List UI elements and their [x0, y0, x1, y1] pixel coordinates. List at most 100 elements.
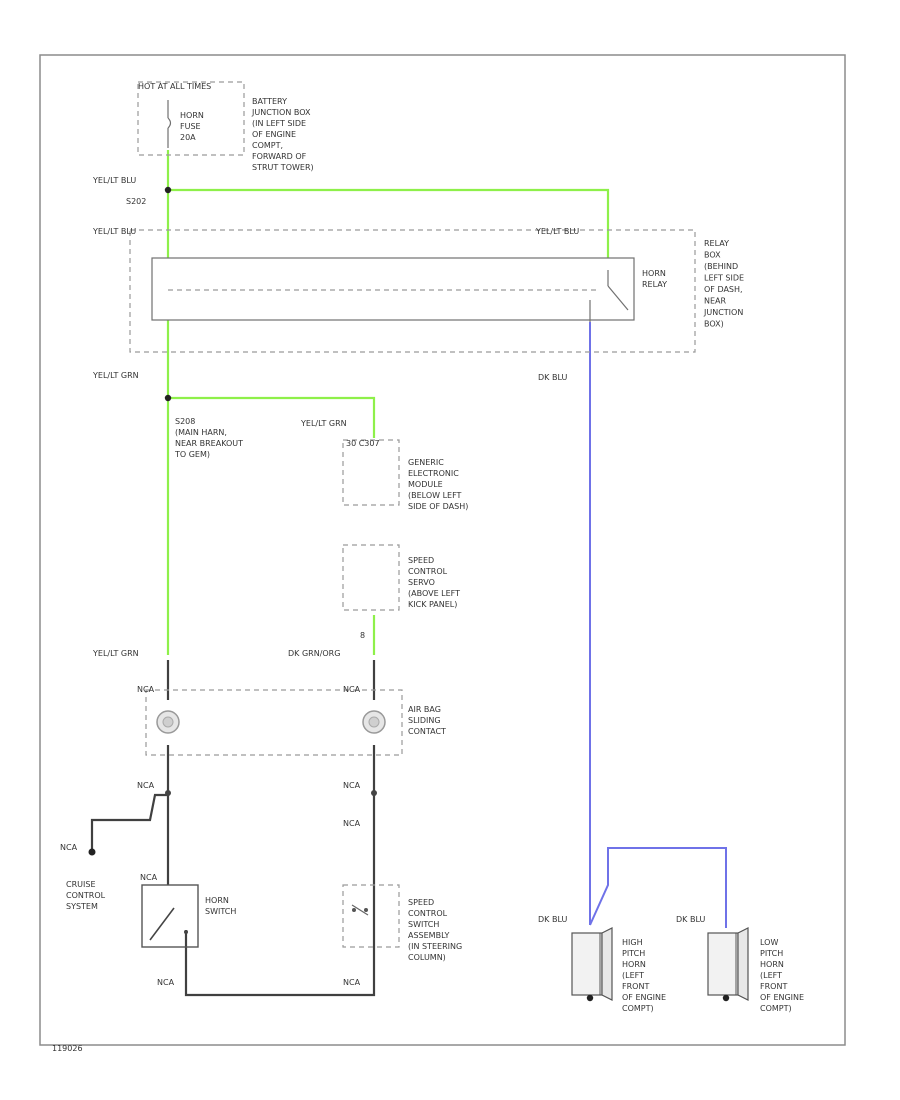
connector-left-dot — [165, 790, 171, 796]
label-gem-pin: 30 C307 — [346, 439, 380, 448]
label-layer: HOT AT ALL TIMESHORNFUSE20ABATTERYJUNCTI… — [52, 82, 804, 1053]
label-horn-relay-1: HORN — [642, 269, 666, 278]
wire-gem-branch — [168, 396, 376, 438]
label-dk-blu-high: DK BLU — [538, 915, 567, 924]
label-wire-clock-right: DK GRN/ORG — [288, 649, 340, 658]
label-relay-box-6: NEAR — [704, 297, 727, 306]
label-horn-relay-2: RELAY — [642, 280, 667, 289]
label-speed-switch-2: CONTROL — [408, 909, 448, 918]
label-speed-switch-6: COLUMN) — [408, 953, 446, 962]
label-servo-pin: 8 — [360, 631, 365, 640]
label-nca-bottom-left: NCA — [157, 978, 175, 987]
label-gem-1: GENERIC — [408, 458, 444, 467]
cruise-ground-dot — [88, 848, 96, 856]
label-nca-4: NCA — [343, 781, 361, 790]
air-bag-contact — [145, 689, 403, 756]
label-cruise-1: CRUISE — [66, 880, 96, 889]
black-wires — [90, 660, 376, 997]
label-low-horn-4: (LEFT — [760, 971, 782, 980]
label-high-horn-5: FRONT — [622, 982, 649, 991]
label-high-horn-2: PITCH — [622, 949, 645, 958]
label-relay-box-5: OF DASH, — [704, 285, 743, 294]
label-speed-switch-5: (IN STEERING — [408, 942, 462, 951]
label-high-horn-3: HORN — [622, 960, 646, 969]
label-figure-id: 119026 — [52, 1044, 83, 1053]
label-battery-jb-3: (IN LEFT SIDE — [252, 119, 306, 128]
label-speed-servo-1: SPEED — [408, 556, 434, 565]
label-relay-out-right: DK BLU — [538, 373, 567, 382]
label-fuse-name-2: FUSE — [180, 122, 201, 131]
label-high-horn-7: COMPT) — [622, 1004, 654, 1013]
label-cruise-3: SYSTEM — [66, 902, 98, 911]
label-gem-wire: YEL/LT GRN — [300, 419, 347, 428]
label-speed-servo-3: SERVO — [408, 578, 435, 587]
label-splice-note-3: NEAR BREAKOUT — [175, 439, 243, 448]
label-low-horn-2: PITCH — [760, 949, 783, 958]
label-relay-box-3: (BEHIND — [704, 262, 738, 271]
diagram-frame — [39, 54, 846, 1046]
label-low-horn-3: HORN — [760, 960, 784, 969]
label-nca-6: NCA — [60, 843, 78, 852]
label-horn-switch-2: SWITCH — [205, 907, 236, 916]
label-horn-switch-1: HORN — [205, 896, 229, 905]
label-nca-1: NCA — [137, 685, 155, 694]
wire-cruise-branch — [90, 793, 168, 852]
label-relay-box-4: LEFT SIDE — [704, 274, 744, 283]
label-speed-switch-4: ASSEMBLY — [408, 931, 449, 940]
label-relay-out-left: YEL/LT GRN — [92, 371, 139, 380]
label-splice-note-1: S208 — [175, 417, 195, 426]
label-nca-switch: NCA — [140, 873, 158, 882]
wire-relay-feed — [168, 188, 610, 258]
label-dk-blu-low: DK BLU — [676, 915, 705, 924]
label-nca-5: NCA — [343, 819, 361, 828]
horn-switch — [141, 884, 199, 948]
label-fuse-name-1: HORN — [180, 111, 204, 120]
label-battery-jb-7: STRUT TOWER) — [252, 163, 314, 172]
splice-s208-dot — [164, 394, 172, 402]
label-air-bag-1: AIR BAG — [408, 705, 441, 714]
label-low-horn-1: LOW — [760, 938, 778, 947]
wire-horn-link — [589, 847, 727, 928]
relay-box — [129, 229, 696, 353]
label-low-horn-5: FRONT — [760, 982, 787, 991]
label-battery-jb-1: BATTERY — [252, 97, 287, 106]
splice-s202-dot — [164, 186, 172, 194]
label-fuse-header: HOT AT ALL TIMES — [138, 82, 211, 91]
low-pitch-horn — [707, 927, 749, 1002]
label-cruise-2: CONTROL — [66, 891, 106, 900]
label-speed-servo-4: (ABOVE LEFT — [408, 589, 460, 598]
label-splice-s202: S202 — [126, 197, 146, 206]
label-speed-servo-2: CONTROL — [408, 567, 448, 576]
label-air-bag-2: SLIDING — [408, 716, 441, 725]
label-splice-note-2: (MAIN HARN, — [175, 428, 227, 437]
label-gem-2: ELECTRONIC — [408, 469, 459, 478]
label-battery-jb-4: OF ENGINE — [252, 130, 296, 139]
label-wire-clock-left: YEL/LT GRN — [92, 649, 139, 658]
label-relay-box-1: RELAY — [704, 239, 729, 248]
label-gem-4: (BELOW LEFT — [408, 491, 462, 500]
label-battery-jb-2: JUNCTION BOX — [251, 108, 311, 117]
label-speed-servo-5: KICK PANEL) — [408, 600, 457, 609]
label-high-horn-1: HIGH — [622, 938, 643, 947]
label-relay-in-left: YEL/LT BLU — [92, 227, 136, 236]
label-low-horn-7: COMPT) — [760, 1004, 792, 1013]
label-high-horn-4: (LEFT — [622, 971, 644, 980]
label-battery-jb-5: COMPT, — [252, 141, 283, 150]
label-nca-bottom-right: NCA — [343, 978, 361, 987]
label-nca-3: NCA — [137, 781, 155, 790]
horn-fuse — [137, 81, 245, 156]
label-wire-top-left: YEL/LT BLU — [92, 176, 136, 185]
blue-wires — [589, 322, 727, 928]
green-wires — [166, 150, 610, 655]
label-low-horn-6: OF ENGINE — [760, 993, 804, 1002]
high-pitch-horn — [571, 927, 613, 1002]
label-speed-switch-3: SWITCH — [408, 920, 439, 929]
label-splice-note-4: TO GEM) — [174, 450, 210, 459]
label-nca-2: NCA — [343, 685, 361, 694]
wire-right-column-2 — [184, 745, 376, 997]
label-gem-3: MODULE — [408, 480, 443, 489]
speed-control-switch — [342, 884, 400, 948]
label-relay-box-7: JUNCTION — [703, 308, 743, 317]
label-high-horn-6: OF ENGINE — [622, 993, 666, 1002]
